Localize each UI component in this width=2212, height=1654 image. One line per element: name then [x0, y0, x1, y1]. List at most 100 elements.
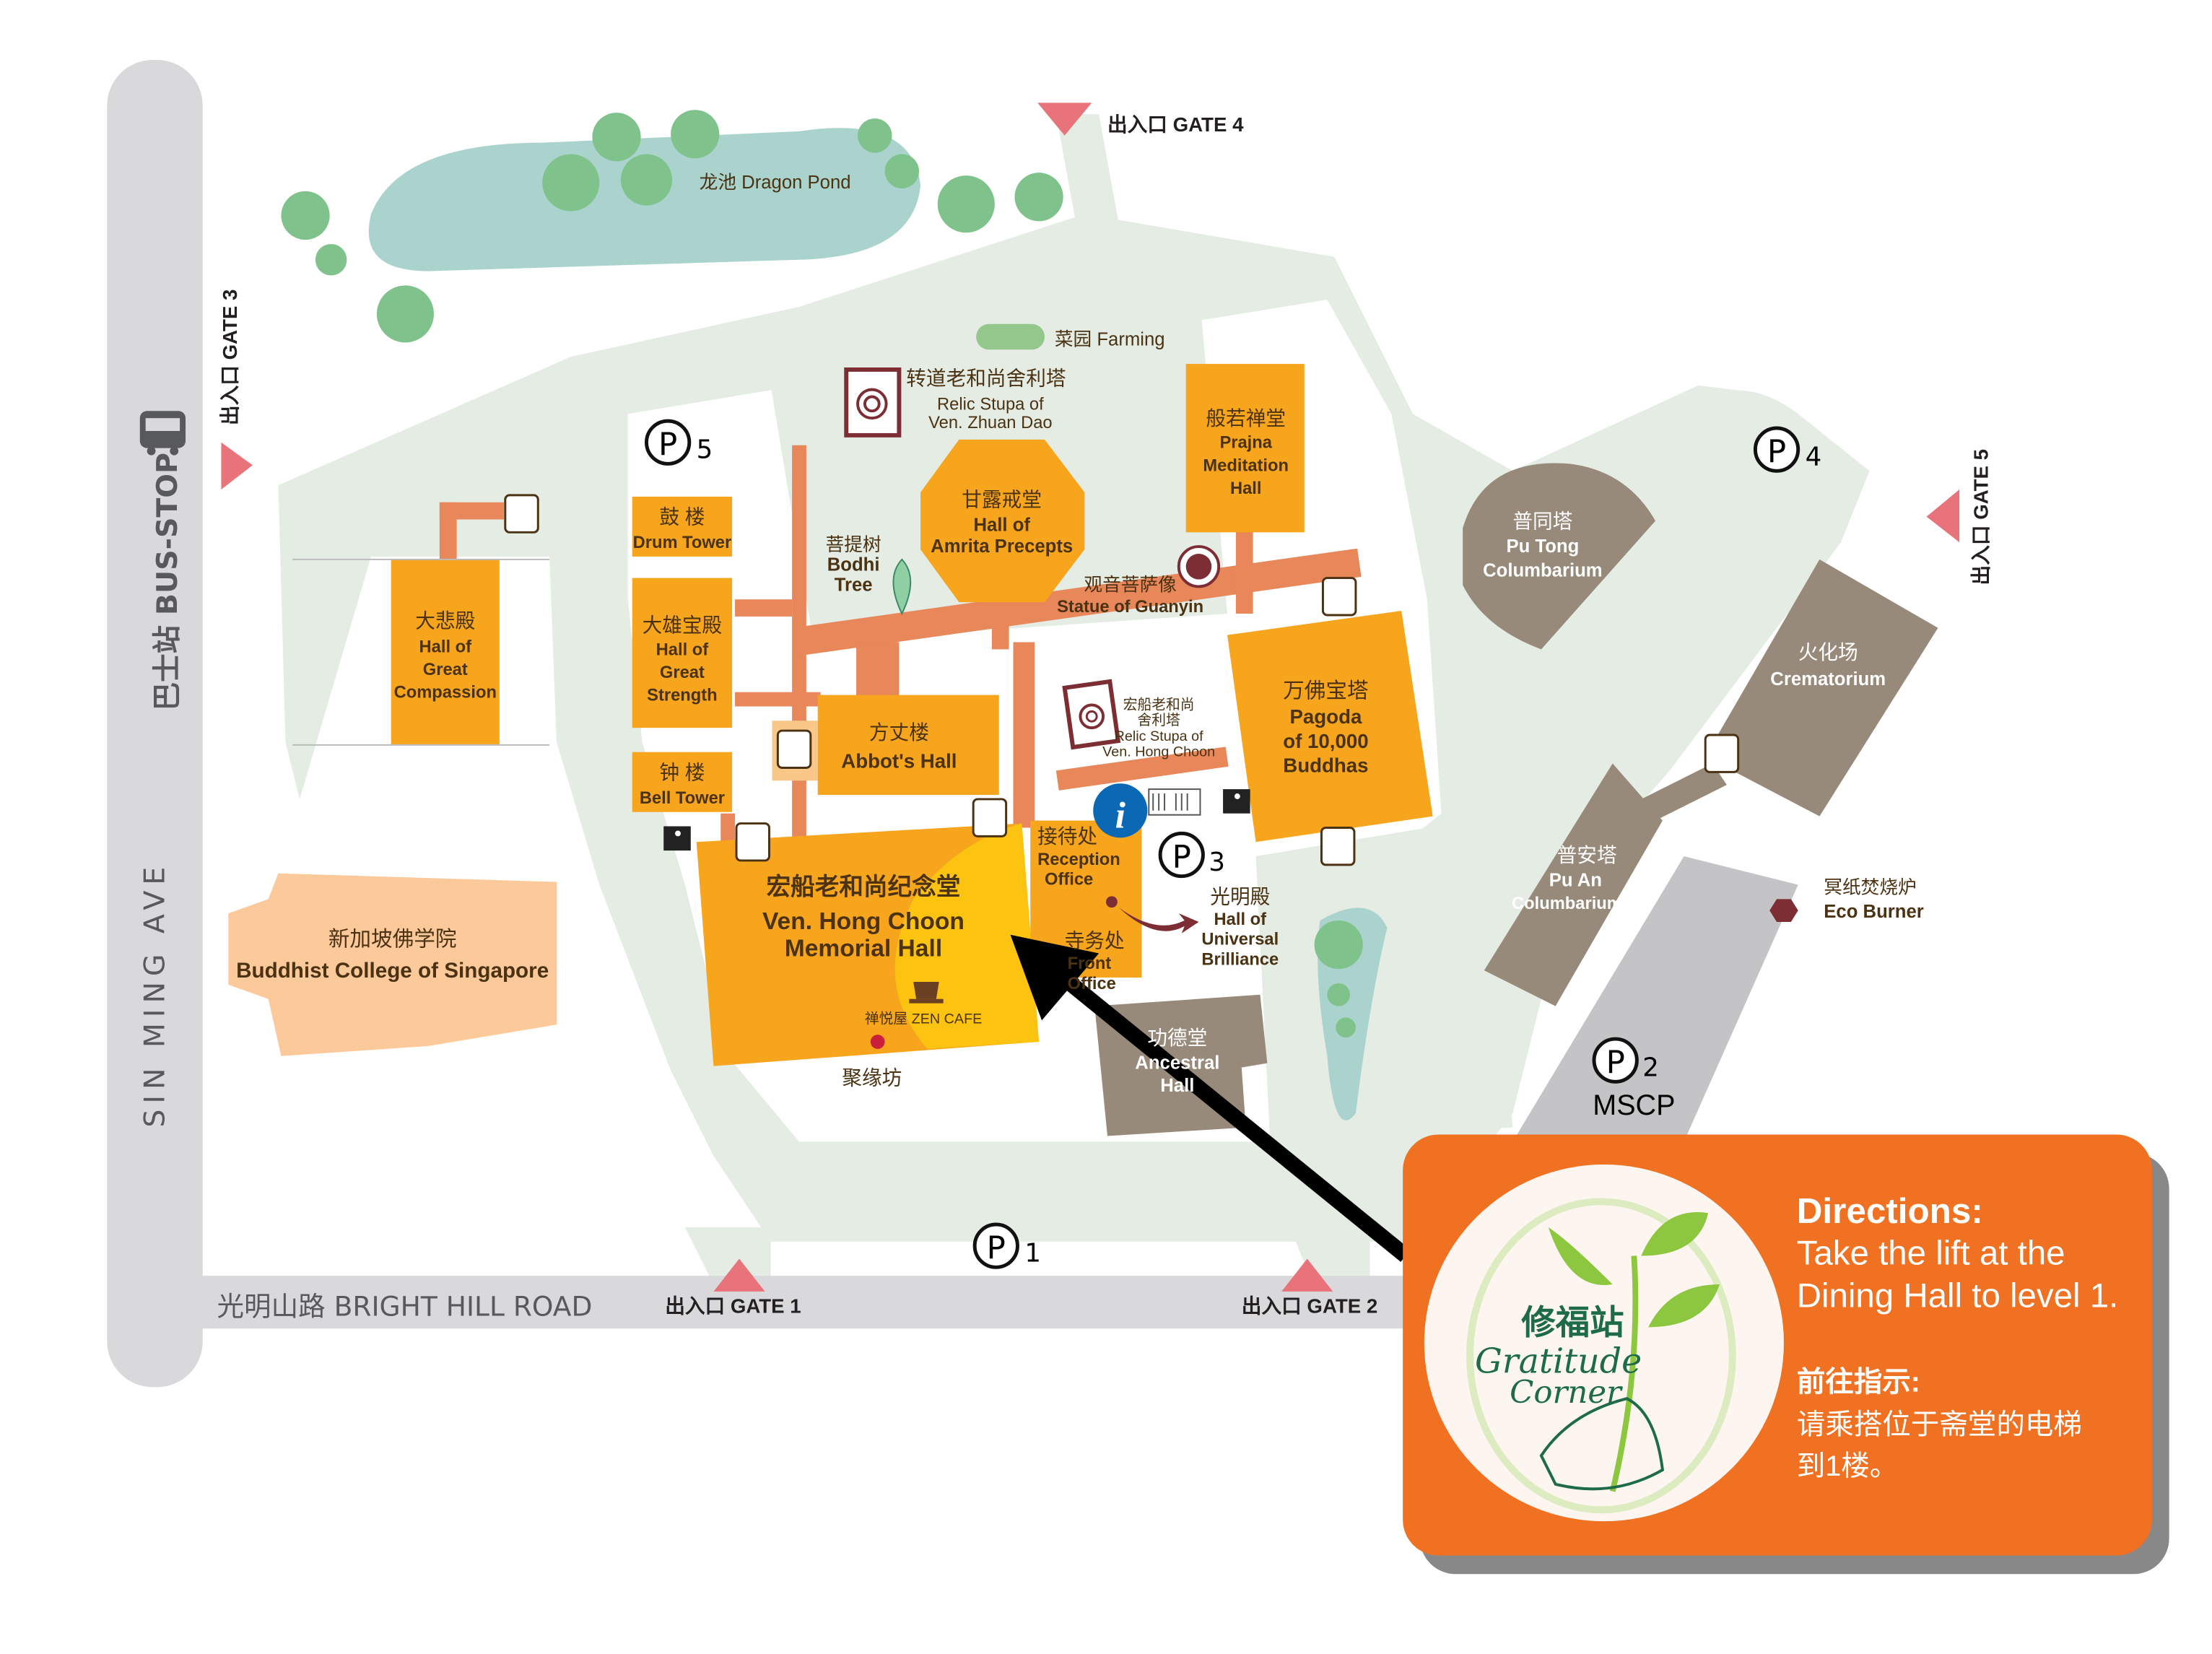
stupa-hong-choon [1039, 643, 1229, 765]
directions-panel: 修福站 Gratitude Corner Directions: Take th… [1403, 1134, 2169, 1575]
ancestral-en1: Ancestral [1135, 1053, 1219, 1074]
sin-ming-ave-road [107, 60, 203, 1388]
stupa-zhuan-dao-cn: 转道老和尚舍利塔 [906, 367, 1066, 390]
info-icon[interactable]: i [1093, 783, 1148, 838]
guanyin-statue-icon [1177, 545, 1221, 588]
direction-arrow-small [1118, 907, 1199, 933]
gate-2-label: 出入口 GATE 2 [1242, 1295, 1378, 1318]
pu-tong-columbarium [1463, 463, 1656, 650]
juyuanfang-label: 聚缘坊 [842, 1066, 902, 1089]
eco-cn: 冥纸焚烧炉 [1824, 876, 1916, 897]
pu-an-columbarium [1484, 763, 1663, 1006]
ancestral-cn: 功德堂 [1147, 1027, 1207, 1049]
svg-text:P: P [1606, 1045, 1625, 1081]
bodhi-en1: Bodhi [827, 555, 880, 575]
svg-text:5: 5 [697, 435, 713, 465]
front-en2: Office [1068, 975, 1116, 993]
pagoda-en1: Pagoda [1289, 705, 1362, 728]
reception-dot [1106, 896, 1118, 908]
compassion-en2: Great [423, 661, 468, 679]
svg-text:P: P [1767, 434, 1786, 470]
compassion-en3: Compassion [394, 684, 497, 702]
bodhi-cn: 菩提树 [826, 534, 881, 555]
bright-hill-road-label: 光明山路 BRIGHT HILL ROAD [217, 1291, 593, 1323]
brilliance-en3: Brilliance [1201, 950, 1279, 969]
abbot-cn: 方丈楼 [869, 721, 929, 744]
great-cn: 大雄宝殿 [643, 614, 723, 637]
abbot-en: Abbot's Hall [841, 749, 957, 772]
drum-en: Drum Tower [633, 534, 732, 552]
crematorium [1705, 559, 1938, 817]
putong-cn: 普同塔 [1512, 510, 1572, 532]
bodhi-en2: Tree [835, 575, 873, 595]
guanyin-en: Statue of Guanyin [1057, 598, 1203, 617]
gate-4-label: 出入口 GATE 4 [1107, 113, 1244, 136]
amrita-en2: Amrita Precepts [931, 536, 1073, 557]
amrita-precepts-hall [920, 439, 1085, 603]
compassion-en1: Hall of [419, 637, 472, 656]
prajna-en2: Meditation [1203, 456, 1289, 475]
farming-label: 菜园 Farming [1055, 328, 1165, 349]
gate-1-label: 出入口 GATE 1 [665, 1295, 801, 1318]
svg-text:P: P [987, 1230, 1006, 1266]
great-en2: Great [660, 663, 705, 682]
location-dot [870, 1035, 885, 1049]
directions-title-en: Directions: [1797, 1191, 1983, 1231]
svg-text:2: 2 [1642, 1053, 1659, 1082]
eco-burner-icon [1769, 899, 1798, 922]
prajna-en3: Hall [1230, 479, 1262, 498]
directions-line-cn2: 到1楼。 [1797, 1450, 1899, 1482]
svg-text:1: 1 [1024, 1238, 1041, 1268]
pointer-arrow [1010, 934, 1411, 1262]
college-cn: 新加坡佛学院 [328, 928, 457, 952]
info-label: i [1115, 795, 1126, 836]
memorial-cn: 宏船老和尚纪念堂 [767, 872, 961, 900]
amrita-en1: Hall of [973, 515, 1030, 535]
hongchoon-stupa-cn2: 舍利塔 [1138, 713, 1181, 728]
directions-title-cn: 前往指示: [1797, 1366, 1920, 1398]
memorial-en1: Ven. Hong Choon [762, 908, 965, 935]
bell-tower [632, 752, 733, 812]
reception-cn: 接待处 [1037, 825, 1097, 848]
compassion-cn: 大悲殿 [415, 610, 475, 632]
great-en3: Strength [647, 687, 718, 705]
stupa-zhuan-dao-en1: Relic Stupa of [937, 395, 1044, 414]
svg-text:3: 3 [1209, 848, 1225, 877]
bell-en: Bell Tower [640, 789, 725, 808]
hongchoon-stupa-en2: Ven. Hong Choon [1102, 744, 1215, 760]
stairs-icon [1148, 788, 1201, 816]
puan-cn: 普安塔 [1557, 844, 1617, 866]
puan-en1: Pu An [1549, 871, 1602, 891]
brilliance-en2: Universal [1201, 931, 1279, 949]
drum-cn: 鼓 楼 [659, 505, 705, 528]
ancestral-en2: Hall [1160, 1076, 1194, 1096]
gate-5-label: 出入口 GATE 5 [1970, 449, 1993, 586]
reception-en2: Office [1045, 871, 1093, 889]
gate-markers [221, 103, 1960, 1292]
directions-line-en1: Take the lift at the [1797, 1234, 2065, 1272]
logo-cn: 修福站 [1521, 1303, 1624, 1343]
pagoda-cn: 万佛宝塔 [1283, 679, 1369, 703]
bus-icon [139, 411, 186, 456]
college-en: Buddhist College of Singapore [236, 959, 549, 983]
directions-line-en2: Dining Hall to level 1. [1797, 1277, 2119, 1315]
hall-of-great-compassion [391, 559, 500, 745]
great-en1: Hall of [656, 640, 709, 659]
memorial-en2: Memorial Hall [785, 935, 942, 962]
brilliance-cn: 光明殿 [1210, 885, 1270, 907]
stupa-zhuan-dao-icon [844, 367, 902, 438]
putong-en1: Pu Tong [1506, 536, 1579, 557]
reception-en1: Reception [1037, 850, 1120, 869]
putong-en2: Columbarium [1483, 561, 1603, 581]
hongchoon-stupa-en1: Relic Stupa of [1115, 728, 1203, 744]
accessible-icon [663, 826, 691, 851]
front-en1: Front [1068, 954, 1112, 973]
bodhi-leaf-icon [892, 558, 912, 616]
prajna-meditation-hall [1185, 364, 1305, 533]
